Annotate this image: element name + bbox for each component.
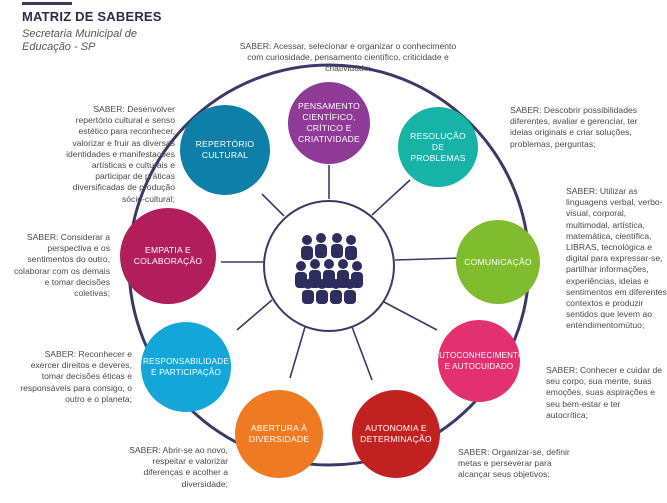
node-pensamento-label: PENSAMENTO CIENTÍFICO, CRÍTICO E CRIATIV… [297,101,360,144]
node-responsabilidade-label: RESPONSABILIDADE E PARTICIPAÇÃO [143,357,230,377]
node-responsabilidade: RESPONSABILIDADE E PARTICIPAÇÃO [141,322,231,412]
node-autonomia: AUTONOMIA E DETERMINAÇÃO [352,390,440,478]
page-subtitle: Secretaria Municipal de Educação - SP [22,28,137,53]
desc-autoconhecimento: SABER: Conhecer e cuidar de seu corpo, s… [546,365,663,420]
spoke-autoconhecimento [383,301,438,331]
node-autoconhecimento: AUTOCONHECIMENTO E AUTOCUIDADO [434,320,524,402]
spoke-comunicacao [394,257,461,261]
node-resolucao-label: RESOLUÇÃO DE PROBLEMAS [410,130,466,163]
node-empatia: EMPATIA E COLABORAÇÃO [120,208,216,304]
node-pensamento: PENSAMENTO CIENTÍFICO, CRÍTICO E CRIATIV… [288,82,370,164]
node-abertura-label: ABERTURA À DIVERSIDADE [248,423,310,444]
node-comunicacao-label: COMUNICAÇÃO [464,256,532,267]
node-resolucao: RESOLUÇÃO DE PROBLEMAS [398,107,478,187]
node-empatia-label: EMPATIA E COLABORAÇÃO [133,245,203,266]
desc-responsabilidade: SABER: Reconhecer e exercer direitos e d… [20,349,132,404]
group-of-people-icon [295,233,363,304]
desc-repertorio: SABER: Desenvolver repertório cultural e… [66,104,175,204]
desc-empatia: SABER: Considerar a perspectiva e os sen… [13,232,110,299]
center-circle [263,200,395,332]
node-comunicacao: COMUNICAÇÃO [456,220,540,304]
node-repertorio: REPERTÓRIO CULTURAL [180,105,270,195]
node-autonomia-label: AUTONOMIA E DETERMINAÇÃO [360,423,432,444]
node-abertura: ABERTURA À DIVERSIDADE [235,390,323,478]
spoke-abertura [289,326,306,379]
header-rule [22,2,72,5]
spokes [221,165,461,381]
page-title: MATRIZ DE SABERES [22,9,162,24]
spoke-autonomia [351,326,373,381]
desc-abertura: SABER: Abrir-se ao novo, respeitar e val… [129,445,228,489]
spoke-repertorio [261,193,285,217]
desc-comunicacao: SABER: Utilizar as linguagens verbal, ve… [566,186,667,331]
spoke-resolucao [371,179,411,216]
desc-resolucao: SABER: Descobrir possibilidades diferent… [510,105,638,149]
spoke-responsabilidade [236,299,273,331]
node-autoconhecimento-label: AUTOCONHECIMENTO E AUTOCUIDADO [433,351,525,371]
node-repertorio-label: REPERTÓRIO CULTURAL [195,139,255,160]
desc-autonomia: SABER: Organizar-se, definir metas e per… [458,447,570,480]
desc-pensamento: SABER: Acessar, selecionar e organizar o… [239,41,457,74]
